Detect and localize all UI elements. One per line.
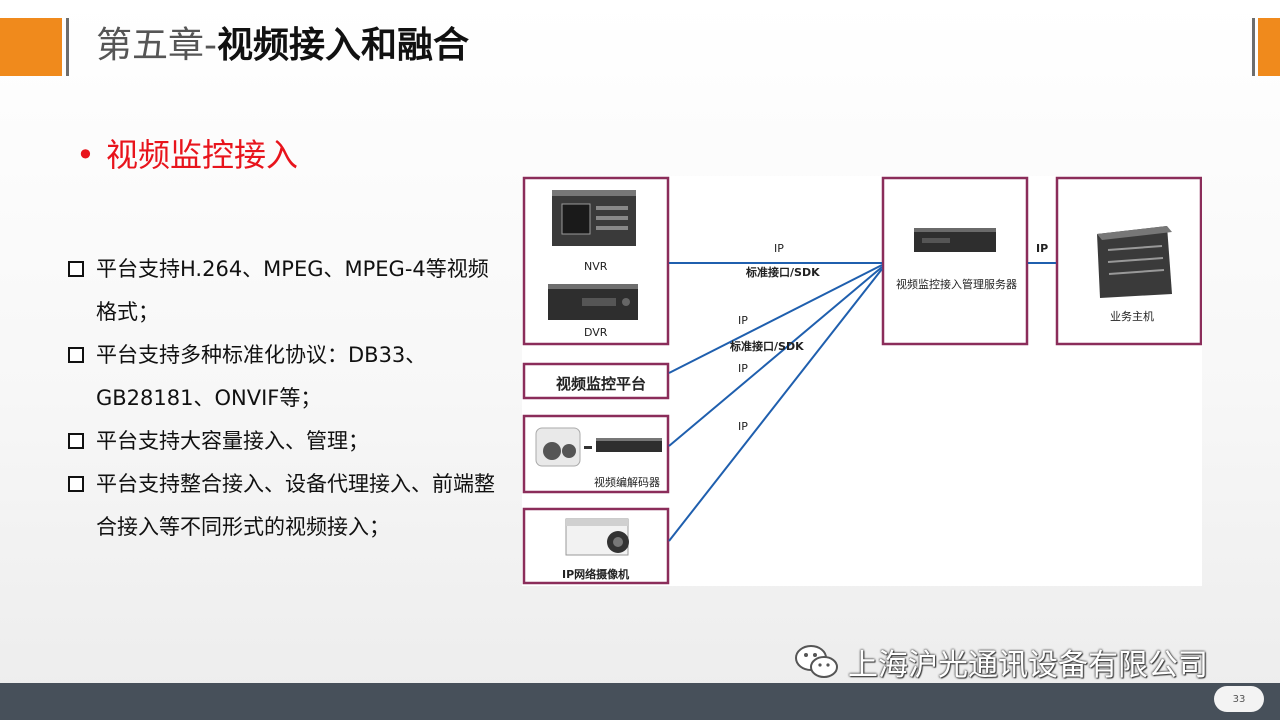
ip-camera-label: IP网络摄像机 [562, 568, 630, 581]
accent-divider-right [1252, 18, 1255, 76]
encoder-device-icon [596, 438, 662, 452]
link5-ip-label: IP [1036, 242, 1049, 255]
camera-icon [535, 427, 592, 467]
footer-bar [0, 683, 1280, 720]
nvr-device-icon [552, 190, 636, 246]
section-heading: • 视频监控接入 [76, 130, 298, 180]
nvr-label: NVR [584, 260, 608, 273]
slide-title-main: 视频接入和融合 [217, 25, 470, 66]
bullet-text: 平台支持H.264、MPEG、MPEG-4等视频格式； [96, 257, 489, 324]
bullet-text: 平台支持多种标准化协议：DB33、GB28181、ONVIF等； [96, 343, 427, 410]
dvr-label: DVR [584, 326, 608, 339]
link-codec-server [668, 266, 883, 447]
checkbox-square-icon [68, 433, 84, 449]
accent-divider-left [66, 18, 69, 76]
bullet-item: 平台支持大容量接入、管理； [66, 420, 506, 463]
server-frame [881, 176, 1029, 346]
link2-protocol-label: 标准接口/SDK [730, 340, 804, 353]
codec-label: 视频编解码器 [594, 476, 660, 489]
server-label: 视频监控接入管理服务器 [896, 278, 1017, 291]
section-heading-text: 视频监控接入 [106, 136, 299, 174]
link4-ip-label: IP [738, 420, 748, 433]
slide-title-prefix: 第五章- [96, 25, 217, 66]
link-camera-server [668, 268, 883, 542]
host-label: 业务主机 [1110, 310, 1154, 323]
bullet-text: 平台支持大容量接入、管理； [96, 429, 369, 453]
dvr-device-icon [548, 284, 638, 320]
bullet-list: 平台支持H.264、MPEG、MPEG-4等视频格式； 平台支持多种标准化协议：… [66, 248, 506, 549]
accent-bar-left [0, 18, 62, 76]
watermark: 上海沪光通讯设备有限公司 [794, 640, 1208, 684]
bullet-item: 平台支持H.264、MPEG、MPEG-4等视频格式； [66, 248, 506, 334]
bullet-dot: • [76, 136, 95, 174]
link3-ip-label: IP [738, 362, 748, 375]
bullet-item: 平台支持多种标准化协议：DB33、GB28181、ONVIF等； [66, 334, 506, 420]
network-diagram: NVR DVR 视频监控平台 视频编解码器 IP网络摄像机 视频监控接入管理服务… [522, 176, 1202, 586]
server-device-icon [914, 228, 996, 252]
slide-title: 第五章-视频接入和融合 [96, 20, 469, 72]
link1-ip-label: IP [774, 242, 784, 255]
accent-bar-right [1258, 18, 1280, 76]
ip-camera-icon [565, 518, 629, 556]
bullet-text: 平台支持整合接入、设备代理接入、前端整合接入等不同形式的视频接入； [96, 472, 495, 539]
page-number: 33 [1214, 686, 1264, 712]
platform-label: 视频监控平台 [556, 375, 647, 393]
wechat-icon [795, 645, 838, 678]
bullet-item: 平台支持整合接入、设备代理接入、前端整合接入等不同形式的视频接入； [66, 463, 506, 549]
platform-frame [522, 362, 670, 400]
checkbox-square-icon [68, 476, 84, 492]
watermark-text: 上海沪光通讯设备有限公司 [848, 648, 1208, 683]
link2-ip-label: IP [738, 314, 748, 327]
link-platform-server [668, 264, 883, 374]
diagram-graphics [522, 176, 1202, 585]
host-device-icon [1097, 226, 1172, 298]
checkbox-square-icon [68, 261, 84, 277]
link1-protocol-label: 标准接口/SDK [746, 266, 820, 279]
checkbox-square-icon [68, 347, 84, 363]
